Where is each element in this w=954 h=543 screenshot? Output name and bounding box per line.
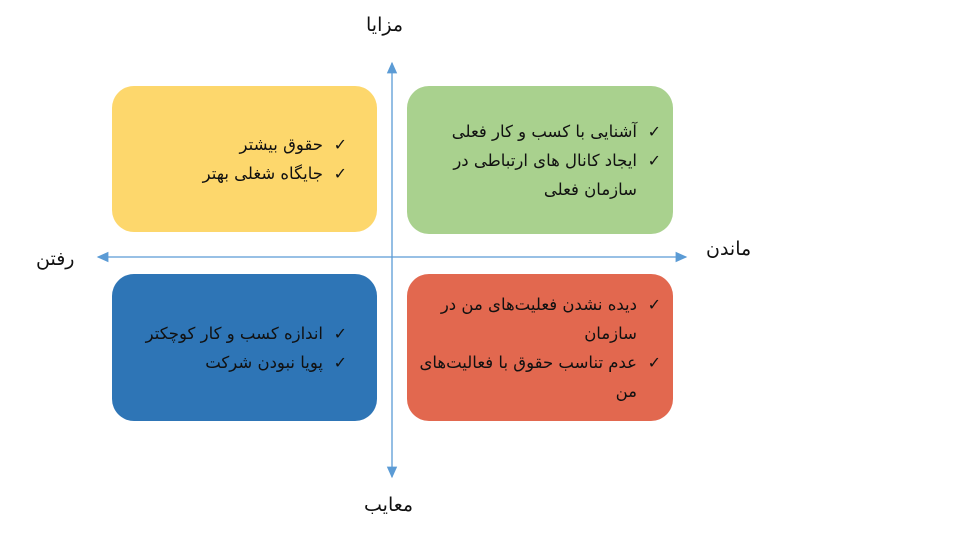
list-item: ✓آشنایی با کسب و کار فعلی (419, 117, 661, 146)
list-item: ✓جایگاه شغلی بهتر (124, 159, 347, 188)
axis-label-stay: ماندن (706, 238, 752, 260)
quadrant-stay-advantages: ✓آشنایی با کسب و کار فعلی ✓ایجاد کانال ه… (407, 86, 673, 234)
check-icon: ✓ (647, 121, 661, 141)
axis-label-disadvantages: معایب (364, 494, 414, 516)
list-item: ✓ایجاد کانال های ارتباطی در سازمان فعلی (419, 146, 661, 204)
list-item: ✓اندازه کسب و کار کوچکتر (124, 319, 347, 348)
axis-label-advantages: مزایا (366, 14, 404, 36)
check-icon: ✓ (647, 352, 661, 372)
quadrant-leave-disadvantages: ✓اندازه کسب و کار کوچکتر ✓پویا نبودن شرک… (112, 274, 377, 421)
list-item: ✓حقوق بیشتر (124, 130, 348, 159)
list-item: ✓دیده نشدن فعلیت‌های من در سازمان (419, 290, 661, 348)
check-icon: ✓ (333, 352, 347, 372)
axis-label-leave: رفتن (36, 248, 75, 270)
check-icon: ✓ (333, 323, 347, 343)
check-icon: ✓ (333, 135, 347, 154)
check-icon: ✓ (647, 294, 661, 314)
check-icon: ✓ (333, 164, 347, 183)
quadrant-stay-disadvantages: ✓دیده نشدن فعلیت‌های من در سازمان ✓عدم ت… (407, 274, 673, 421)
quadrant-leave-advantages: ✓حقوق بیشتر ✓جایگاه شغلی بهتر (112, 86, 377, 232)
list-item: ✓عدم تناسب حقوق با فعالیت‌های من (419, 348, 661, 406)
check-icon: ✓ (647, 150, 661, 170)
list-item: ✓پویا نبودن شرکت (124, 348, 347, 377)
